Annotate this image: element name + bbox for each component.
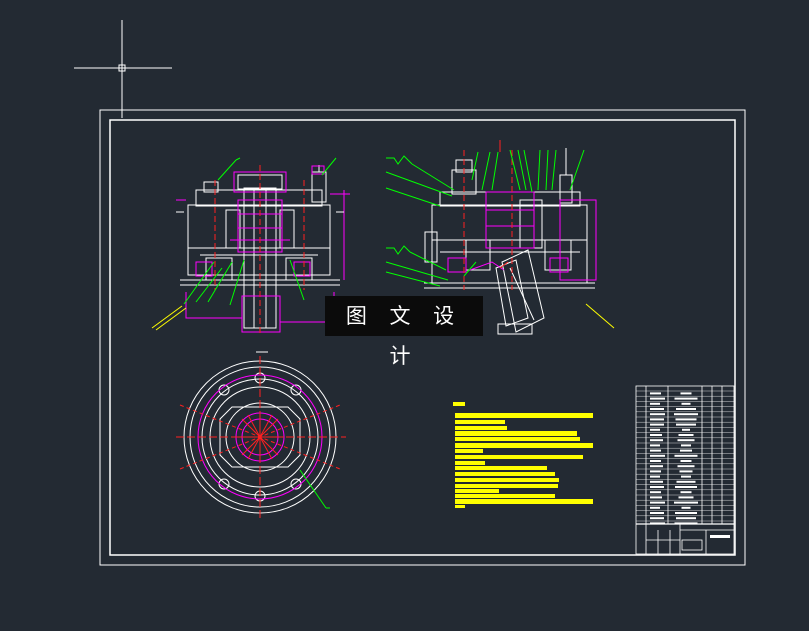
technical-notes-block bbox=[453, 402, 593, 508]
table-cell-mark bbox=[678, 434, 694, 436]
table-cell-mark bbox=[650, 397, 665, 400]
parts-list-table bbox=[635, 385, 735, 555]
table-cell-mark bbox=[679, 470, 693, 473]
table-cell-mark bbox=[680, 449, 692, 452]
table-cell-mark bbox=[676, 408, 696, 410]
table-cell-mark bbox=[680, 392, 692, 395]
inner-frame bbox=[109, 119, 736, 556]
table-cell-mark bbox=[650, 444, 660, 447]
watermark-label: 图 文 设 计 bbox=[325, 296, 483, 368]
table-cell-mark bbox=[677, 439, 695, 442]
table-cell-mark bbox=[650, 423, 664, 426]
table-cell-mark bbox=[675, 486, 697, 488]
table-cell-mark bbox=[681, 444, 691, 447]
table-cell-mark bbox=[650, 449, 661, 452]
table-cell-mark bbox=[650, 413, 665, 416]
table-cell-mark bbox=[650, 517, 664, 520]
table-cell-mark bbox=[682, 428, 690, 431]
table-cell-mark bbox=[650, 522, 665, 525]
table-cell-mark bbox=[674, 522, 698, 525]
table-cell-mark bbox=[678, 496, 694, 499]
table-cell-mark bbox=[650, 470, 661, 473]
table-cell-mark bbox=[650, 392, 661, 395]
table-cell-mark bbox=[681, 402, 691, 405]
table-cell-mark bbox=[650, 428, 660, 431]
table-cell-mark bbox=[650, 491, 661, 494]
table-cell-mark bbox=[674, 454, 698, 457]
outer-frame bbox=[99, 109, 746, 566]
table-cell-mark bbox=[676, 480, 696, 483]
table-cell-mark bbox=[675, 512, 697, 514]
plan-section-view bbox=[176, 351, 346, 520]
table-cell-mark bbox=[650, 465, 663, 468]
table-cell-mark bbox=[676, 423, 696, 426]
table-cell-mark bbox=[650, 454, 665, 457]
table-cell-mark bbox=[681, 475, 691, 478]
table-cell-mark bbox=[650, 512, 664, 514]
table-cell-mark bbox=[650, 496, 662, 499]
table-cell-mark bbox=[675, 418, 697, 421]
table-cell-mark bbox=[650, 475, 660, 478]
table-cell-mark bbox=[650, 460, 661, 462]
table-cell-mark bbox=[650, 434, 662, 436]
table-cell-mark bbox=[650, 501, 665, 504]
table-cell-mark bbox=[650, 439, 663, 442]
crosshair-cursor-icon bbox=[74, 20, 172, 118]
table-cell-mark bbox=[650, 486, 664, 488]
table-cell-mark bbox=[677, 465, 695, 468]
table-cell-mark bbox=[680, 491, 692, 494]
side-elevation-view bbox=[385, 140, 597, 335]
table-cell-mark bbox=[676, 517, 696, 520]
parts-list-text-marks bbox=[650, 392, 698, 525]
table-cell-mark bbox=[650, 408, 664, 410]
table-cell-mark bbox=[680, 460, 692, 462]
table-cell-mark bbox=[674, 501, 698, 504]
table-cell-mark bbox=[674, 413, 698, 416]
title-block-label-mark bbox=[710, 535, 730, 538]
table-cell-mark bbox=[650, 402, 660, 405]
front-elevation-view bbox=[151, 157, 615, 335]
table-cell-mark bbox=[650, 480, 663, 483]
table-cell-mark bbox=[674, 397, 698, 400]
table-cell-mark bbox=[650, 418, 664, 421]
table-cell-mark bbox=[650, 506, 660, 509]
table-cell-mark bbox=[681, 506, 691, 509]
